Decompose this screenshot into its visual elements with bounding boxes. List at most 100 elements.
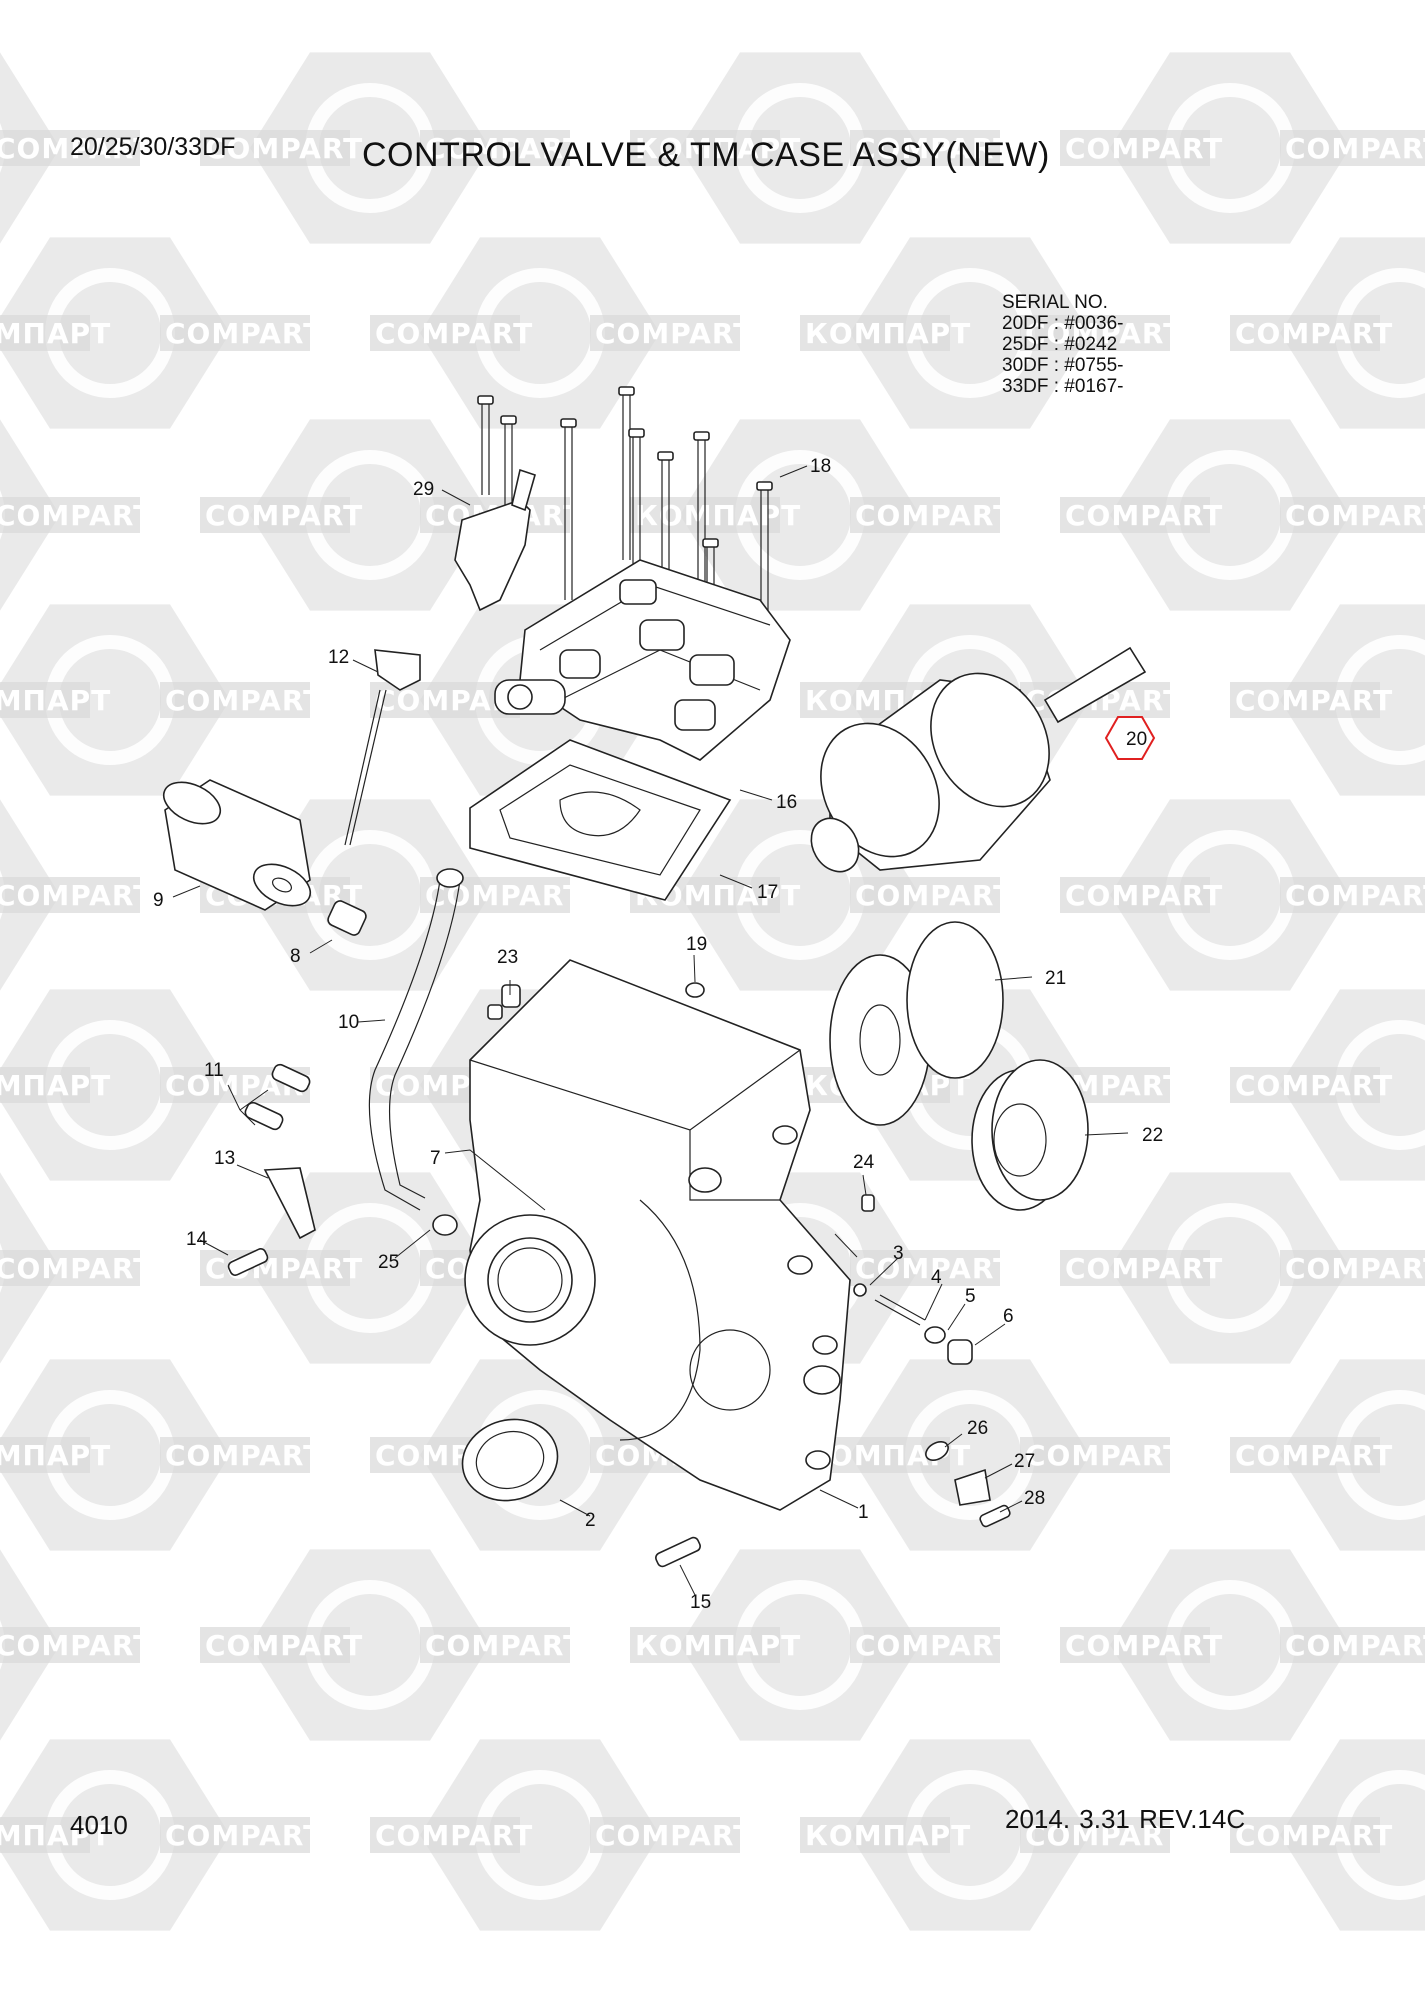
watermark-text: COMPART: [165, 317, 323, 350]
callout-1: 1: [858, 1502, 869, 1523]
serial-heading: SERIAL NO.: [1002, 292, 1108, 313]
callout-13: 13: [214, 1148, 235, 1169]
callout-3: 3: [893, 1243, 904, 1264]
watermark-text: COMPART: [0, 132, 153, 165]
oil-filter: [162, 779, 312, 911]
callout-26: 26: [967, 1418, 988, 1439]
watermark-logo: COMPART КОМПАРТ: [0, 1359, 323, 1551]
callout-7: 7: [430, 1148, 441, 1169]
watermark-text: КОМПАРТ: [635, 132, 801, 165]
watermark-text: COMPART: [855, 1252, 1013, 1285]
oil-seal: [461, 1418, 559, 1502]
small-parts: [227, 982, 1011, 1568]
watermark-text: COMPART: [1025, 317, 1183, 350]
callout-23: 23: [497, 947, 518, 968]
callout-12: 12: [328, 647, 349, 668]
watermark-logo: COMPART КОМПАРТ: [800, 1739, 1183, 1931]
callout-9: 9: [153, 890, 164, 911]
watermark-text: COMPART: [425, 1629, 583, 1662]
watermark-text: COMPART: [1285, 499, 1425, 532]
watermark-text: COMPART: [595, 317, 753, 350]
watermark-text: COMPART: [1065, 132, 1223, 165]
watermark-text: COMPART: [1025, 1439, 1183, 1472]
watermark-logo: COMPART COMPART: [370, 237, 753, 429]
watermark-text: COMPART: [1065, 879, 1223, 912]
callout-24: 24: [853, 1152, 875, 1173]
watermark-text: COMPART: [1065, 1252, 1223, 1285]
watermark-logo: COMPART COMPART: [200, 52, 583, 244]
watermark-text: КОМПАРТ: [635, 1629, 801, 1662]
callout-17: 17: [757, 882, 778, 903]
watermark-text: COMPART: [1025, 1819, 1183, 1852]
assembly-drawing: [162, 386, 1156, 1596]
watermark-text: КОМПАРТ: [0, 684, 111, 717]
model-label: 20/25/30/33DF: [70, 133, 236, 161]
watermark-text: COMPART: [855, 132, 1013, 165]
watermark-text: COMPART: [595, 1819, 753, 1852]
bracket-arm: [511, 468, 536, 512]
watermark-text: COMPART: [425, 132, 583, 165]
callout-labels: 1234567891011121314151617181920212223242…: [153, 456, 1163, 1613]
callout-14: 14: [186, 1229, 208, 1250]
serial-number-block: SERIAL NO. 20DF : #0036- 25DF : #0242 30…: [1002, 292, 1123, 397]
callout-18: 18: [810, 456, 831, 477]
watermark-logo: COMPART COMPART: [1060, 799, 1425, 991]
watermark-text: COMPART: [1285, 132, 1425, 165]
watermark-text: КОМПАРТ: [0, 1069, 111, 1102]
serial-line: 20DF : #0036-: [1002, 313, 1124, 334]
watermark-text: COMPART: [1235, 1069, 1393, 1102]
transmission-case: [464, 959, 851, 1511]
tube-end: [436, 868, 464, 888]
watermark-text: КОМПАРТ: [0, 1439, 111, 1472]
callout-5: 5: [965, 1286, 976, 1307]
callout-8: 8: [290, 946, 301, 967]
callout-2: 2: [585, 1510, 596, 1531]
callout-22: 22: [1142, 1125, 1163, 1146]
watermark-text: COMPART: [1065, 1629, 1223, 1662]
watermark-text: COMPART: [855, 1629, 1013, 1662]
gear-21: [829, 921, 1004, 1126]
watermark-logo: COMPART COMPART: [1060, 1549, 1425, 1741]
callout-10: 10: [338, 1012, 359, 1033]
watermark-text: COMPART: [205, 499, 363, 532]
watermark-text: COMPART: [0, 1252, 153, 1285]
watermark-text: КОМПАРТ: [805, 1819, 971, 1852]
watermark-logo: COMPART COMPART: [200, 1549, 583, 1741]
watermark-text: COMPART: [1235, 317, 1393, 350]
tube-10: [368, 879, 441, 1211]
watermark-text: COMPART: [1285, 1629, 1425, 1662]
watermark-layer: COMPART КОМПАРТ COMPART COMPART COMPART КОМПА…: [0, 52, 1425, 1931]
callout-19: 19: [686, 934, 707, 955]
watermark-text: COMPART: [205, 132, 363, 165]
watermark-text: COMPART: [0, 499, 153, 532]
gear-22: [971, 1059, 1089, 1211]
watermark-logo: COMPART КОМПАРТ: [630, 52, 1013, 244]
serial-line: 25DF : #0242: [1002, 334, 1118, 355]
watermark-text: COMPART: [205, 1629, 363, 1662]
revision-date: 2014. 3.31 REV.14C: [1005, 1804, 1246, 1834]
callout-6: 6: [1003, 1306, 1014, 1327]
watermark-text: COMPART: [165, 1439, 323, 1472]
watermark-text: COMPART: [375, 317, 533, 350]
tube-10-outer: [388, 879, 461, 1199]
callout-21: 21: [1045, 968, 1066, 989]
watermark-text: COMPART: [1285, 879, 1425, 912]
callout-25: 25: [378, 1252, 399, 1273]
watermark-text: COMPART: [855, 879, 1013, 912]
